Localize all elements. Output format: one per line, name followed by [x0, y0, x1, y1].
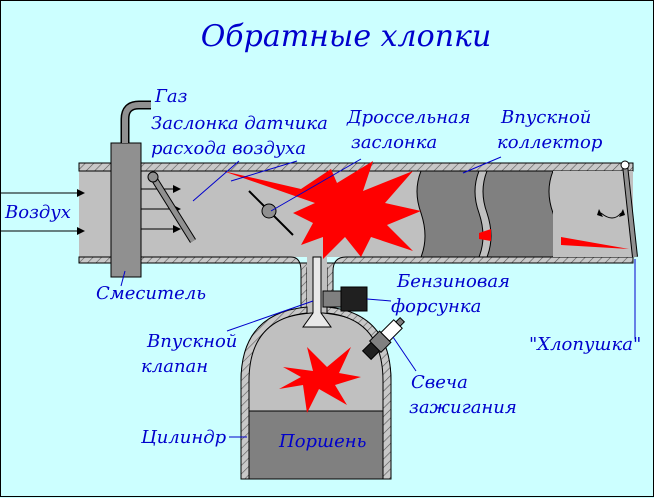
- label-mixer: Смеситель: [96, 283, 206, 304]
- label-throttle-1: Дроссельная: [346, 107, 471, 128]
- piston: [248, 410, 384, 480]
- label-manifold-1: Впускной: [500, 107, 591, 128]
- popper-flap: [623, 164, 637, 258]
- label-cylinder: Цилиндр: [140, 427, 227, 448]
- label-spark-plug-1: Свеча: [411, 372, 468, 393]
- fuel-injector-tip: [322, 290, 342, 308]
- cylinder-wall-left: [240, 306, 308, 480]
- intake-flame: [223, 161, 421, 259]
- mixer-block: [110, 142, 142, 278]
- label-sensor-flap-1: Заслонка датчика: [151, 113, 328, 134]
- label-throttle-2: заслонка: [351, 132, 437, 153]
- label-injector-1: Бензиновая: [396, 271, 510, 292]
- label-gas: Газ: [154, 86, 187, 107]
- manifold-flame-streak-1: [479, 229, 491, 241]
- label-popper: "Хлопушка": [529, 334, 641, 355]
- sensor-flap-pivot: [147, 171, 159, 183]
- label-spark-plug-2: зажигания: [409, 397, 517, 418]
- popper-swing-arc: [600, 212, 622, 219]
- throttle-pivot: [261, 203, 277, 219]
- popper-pivot: [620, 160, 630, 170]
- label-sensor-flap-2: расхода воздуха: [151, 138, 306, 159]
- popper-arrow-left: [597, 209, 603, 217]
- label-piston: Поршень: [278, 431, 366, 452]
- manifold-section-2: [482, 170, 558, 258]
- label-air: Воздух: [4, 202, 71, 223]
- leader-lines: [120, 156, 636, 438]
- diagram-title: Обратные хлопки: [201, 19, 492, 54]
- spark-plug: [361, 316, 406, 361]
- label-manifold-2: коллектор: [497, 132, 603, 153]
- cylinder-wall-right: [326, 306, 392, 480]
- gas-pipe: [122, 102, 151, 143]
- intake-valve: [302, 256, 332, 328]
- popper-arrow-right: [619, 209, 625, 217]
- label-intake-valve-1: Впускной: [146, 331, 237, 352]
- cylinder-flame: [279, 347, 361, 413]
- pipe-top-wall: [78, 162, 634, 172]
- fuel-injector-body: [340, 286, 368, 312]
- sensor-flap: [150, 175, 196, 243]
- manifold-section-1: [416, 170, 484, 258]
- label-intake-valve-2: клапан: [141, 356, 208, 377]
- label-injector-2: форсунка: [391, 296, 481, 317]
- manifold-flame-streak-2: [561, 237, 629, 249]
